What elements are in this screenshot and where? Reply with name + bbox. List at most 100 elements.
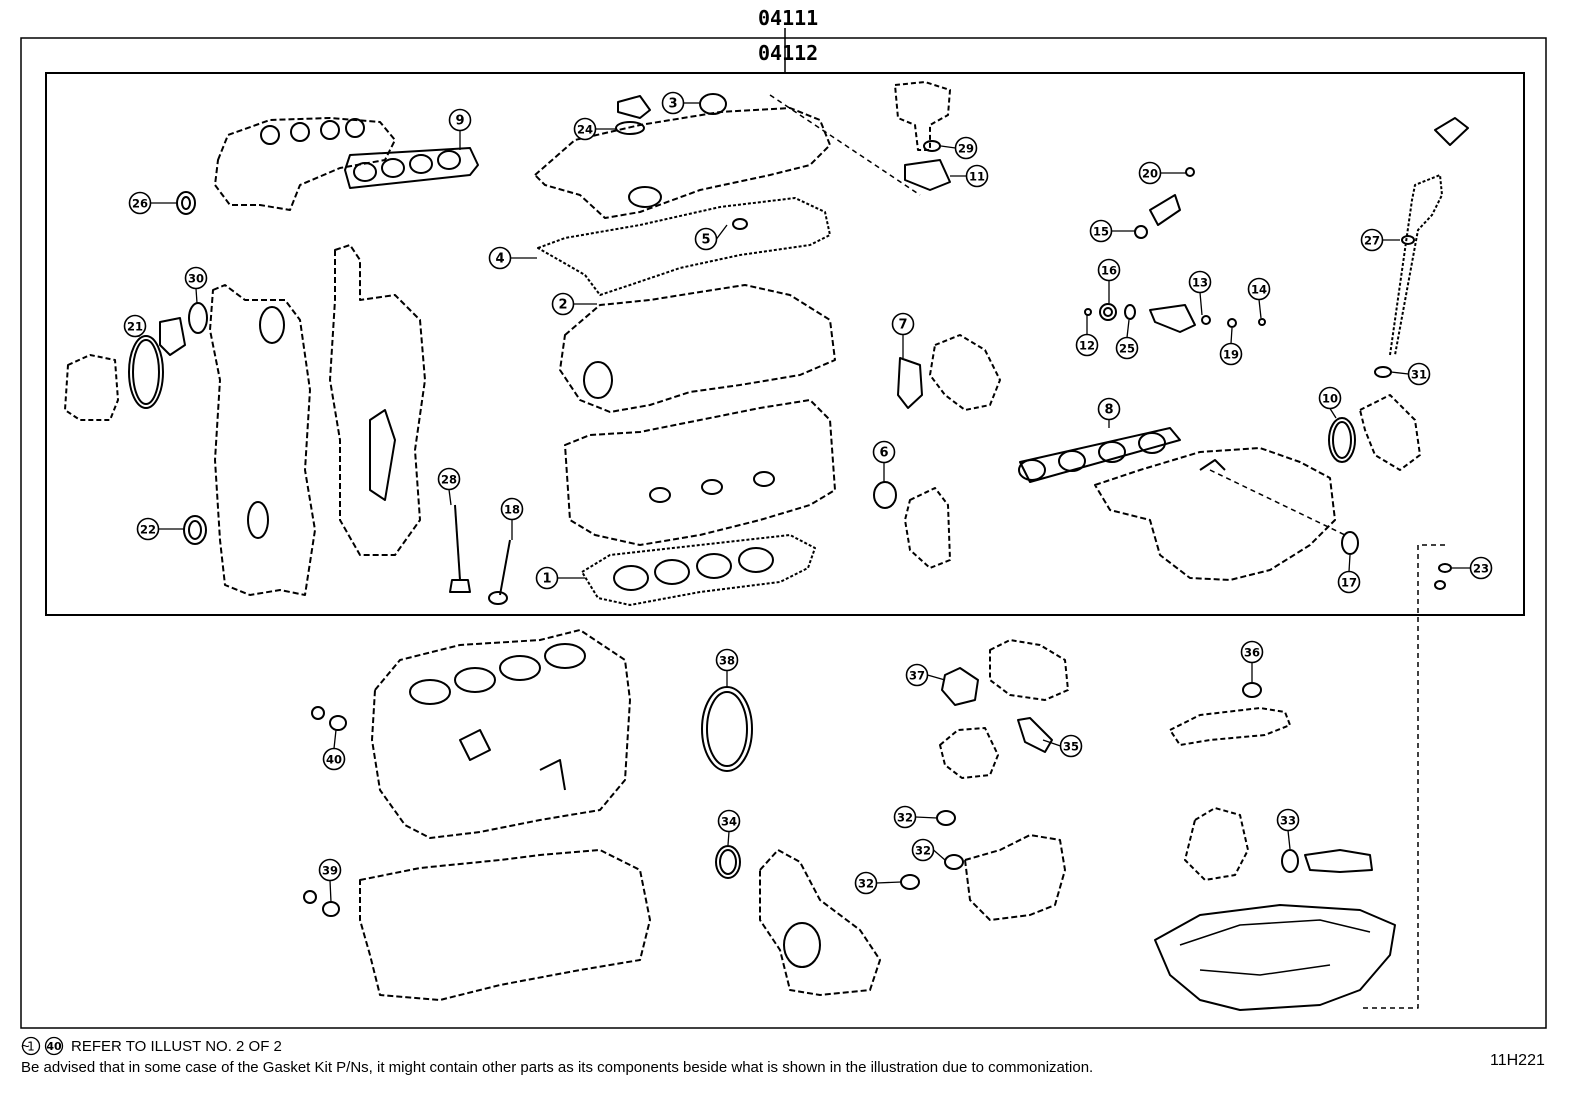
callout-15: 15 [1089, 219, 1135, 243]
callout-number: 24 [577, 123, 593, 137]
callout-leader [1042, 739, 1061, 747]
lower-front-cover [759, 849, 881, 996]
lower-crankcase [359, 849, 651, 1001]
callout-number: 27 [1364, 234, 1380, 248]
callout-circle [911, 838, 935, 862]
callout-leader [1287, 830, 1291, 850]
callout-24: 24 [573, 117, 616, 141]
water-inlet [929, 334, 1001, 411]
callout-number: 31 [1411, 368, 1427, 382]
callout-circle [1097, 258, 1121, 282]
callout-number: 15 [1093, 225, 1109, 239]
callout-leader [915, 816, 938, 819]
intake-manifold [1094, 447, 1336, 581]
callout-26: 26 [128, 191, 177, 215]
callout-35: 35 [1042, 734, 1083, 758]
callout-number: 18 [504, 503, 520, 517]
callout-circle [1360, 228, 1384, 252]
callout-10: 10 [1318, 386, 1342, 419]
callout-21: 21 [123, 314, 147, 338]
callout-16: 16 [1097, 258, 1121, 303]
callout-40: 40 [322, 729, 346, 771]
callout-circle [128, 191, 152, 215]
callout-number: 30 [188, 272, 204, 286]
callout-circle [1115, 336, 1139, 360]
callout-number: 38 [719, 654, 735, 668]
callout-number: 9 [455, 114, 464, 129]
callout-7: 7 [891, 312, 915, 358]
callout-circle [661, 91, 685, 115]
callout-32: 32 [854, 871, 902, 895]
callout-number: 19 [1223, 348, 1239, 362]
callout-23: 23 [1452, 556, 1493, 580]
callout-leader [715, 224, 728, 240]
callout-number: 36 [1244, 646, 1260, 660]
part-drawings [64, 81, 1469, 1011]
callout-number: 25 [1119, 342, 1135, 356]
oil-pan-leader [1360, 544, 1445, 1009]
callout-number: 23 [1473, 562, 1489, 576]
callout-number: 10 [1322, 392, 1338, 406]
timing-cover-right [329, 244, 426, 556]
range-end-balloon: 40 [44, 1036, 64, 1056]
callout-leader [727, 831, 730, 846]
inner-kit-frame [45, 72, 1525, 616]
callout-1: 1 [535, 566, 585, 590]
callout-number: 35 [1063, 740, 1079, 754]
callout-circle [318, 858, 342, 882]
callout-circle [1188, 270, 1212, 294]
callout-circle [535, 566, 559, 590]
water-pump-body [64, 354, 119, 421]
callout-number: 17 [1341, 576, 1357, 590]
callout-8: 8 [1097, 397, 1121, 428]
callout-number: 33 [1280, 814, 1296, 828]
callout-33: 33 [1276, 808, 1300, 850]
callout-9: 9 [448, 108, 472, 150]
water-outlet [894, 81, 951, 151]
callout-leader [933, 849, 946, 861]
outer-kit-frame [20, 37, 1547, 1029]
callout-34: 34 [717, 809, 741, 846]
head-cover-gasket [537, 197, 831, 296]
callout-leader [876, 881, 902, 884]
callout-circle [872, 440, 896, 464]
callout-11: 11 [950, 164, 989, 188]
callout-circle [715, 648, 739, 672]
inner-kit-code: 04112 [758, 41, 819, 65]
callout-number: 29 [958, 142, 974, 156]
callout-31: 31 [1390, 362, 1431, 386]
callout-circle [905, 663, 929, 687]
callout-leader [1258, 299, 1262, 319]
callout-20: 20 [1138, 161, 1186, 185]
callout-circle [954, 136, 978, 160]
callout-leader [1329, 408, 1337, 419]
callout-leader [1126, 319, 1130, 338]
callout-13: 13 [1188, 270, 1212, 316]
callout-circle [136, 517, 160, 541]
callout-leader [448, 489, 452, 506]
callout-number: 11 [969, 170, 985, 184]
callout-number: 32 [915, 844, 931, 858]
callout-leader [927, 674, 946, 681]
oil-pump-cover [964, 834, 1066, 921]
callout-38: 38 [715, 648, 739, 687]
callout-number: 34 [721, 815, 737, 829]
callout-circle [123, 314, 147, 338]
callout-circle [854, 871, 878, 895]
callout-number: 13 [1192, 276, 1208, 290]
callout-22: 22 [136, 517, 184, 541]
timing-cover-left [209, 284, 316, 596]
callout-circle [448, 108, 472, 132]
callout-circle [1219, 342, 1243, 366]
cylinder-head [564, 399, 836, 546]
callout-number: 12 [1079, 339, 1095, 353]
callout-number: 3 [668, 97, 677, 112]
callout-leader [333, 729, 337, 749]
callout-17: 17 [1337, 554, 1361, 594]
callout-32: 32 [911, 838, 946, 862]
callout-32: 32 [893, 805, 938, 829]
callout-5: 5 [694, 224, 728, 251]
intake-manifold-gasket [1019, 427, 1181, 483]
